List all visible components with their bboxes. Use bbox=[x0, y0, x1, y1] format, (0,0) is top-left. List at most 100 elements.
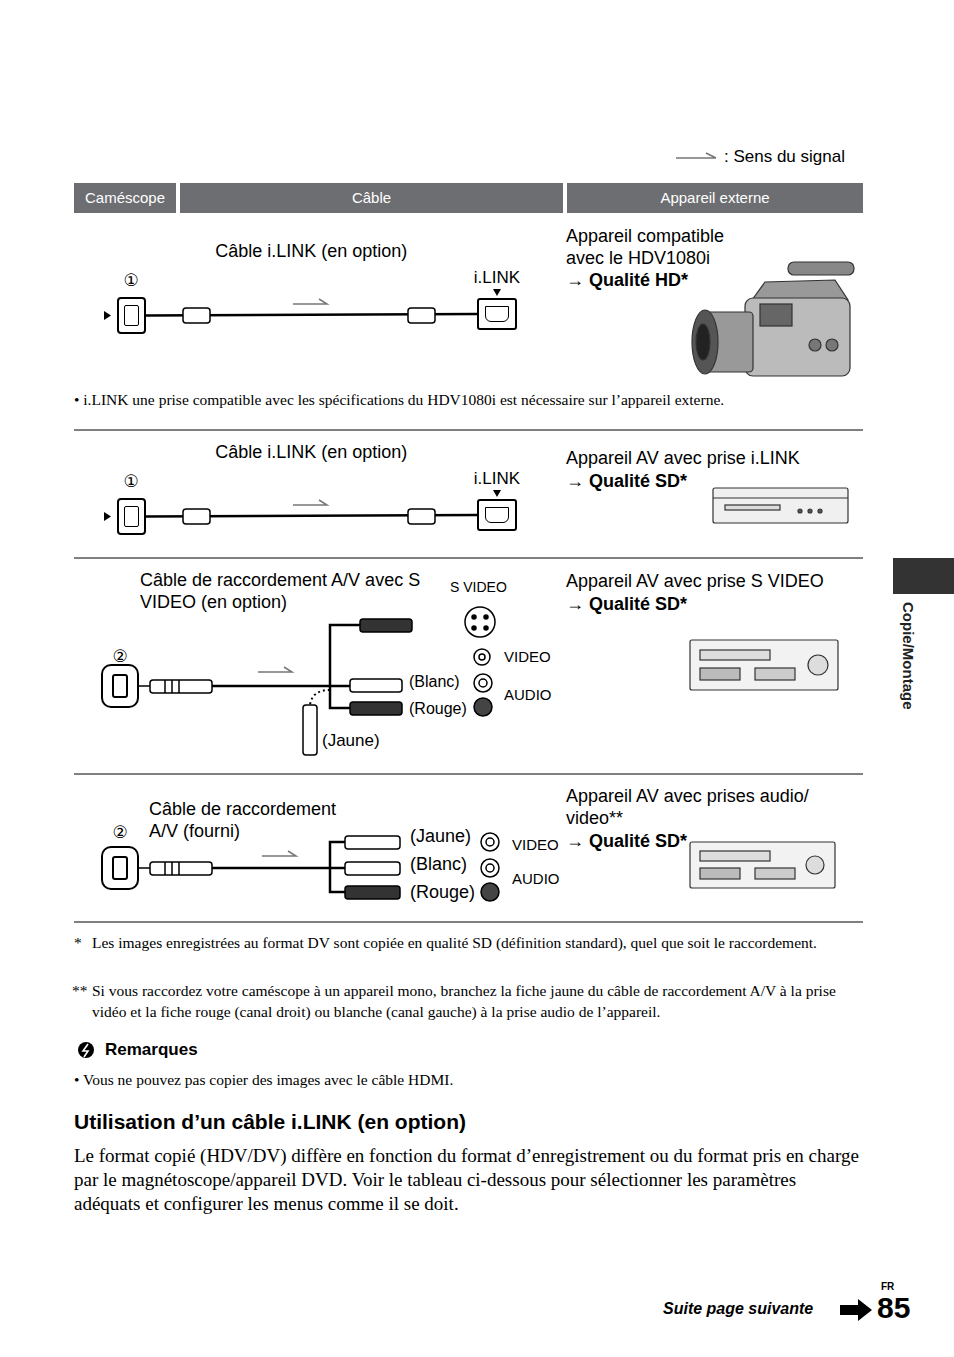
footnote-mark: * bbox=[74, 932, 82, 953]
camcorder-jack-shape bbox=[117, 498, 146, 535]
footnote-text: Si vous raccordez votre caméscope à un a… bbox=[92, 980, 867, 1022]
camcorder-illustration bbox=[752, 280, 848, 300]
ilink-plug bbox=[183, 308, 435, 524]
quality-note: → Qualité SD* bbox=[566, 830, 687, 852]
av-plug bbox=[350, 702, 402, 715]
camcorder-illustration bbox=[696, 324, 710, 360]
av-jack bbox=[486, 838, 494, 846]
camcorder-jack: ① bbox=[106, 470, 156, 535]
ilink-plug bbox=[408, 509, 435, 524]
callout-number: i.LINK bbox=[466, 268, 528, 288]
av-remote-jack-shape bbox=[101, 846, 139, 890]
sv-av-cable bbox=[310, 690, 330, 705]
note-icon bbox=[78, 1042, 94, 1058]
av-plug bbox=[345, 886, 400, 899]
vcr-illustration bbox=[700, 868, 740, 879]
device-name: Appareil AV avec prise i.LINK bbox=[566, 447, 800, 469]
av-jack bbox=[472, 615, 476, 619]
header-text: Caméscope bbox=[85, 183, 165, 213]
av-plug bbox=[345, 862, 400, 875]
av-jack bbox=[481, 833, 499, 851]
quality-note: → Qualité SD* bbox=[566, 593, 687, 615]
av-plug bbox=[150, 836, 400, 899]
callout-number: ② bbox=[98, 648, 142, 664]
table-rule bbox=[74, 922, 863, 923]
jack-marker bbox=[104, 311, 111, 320]
camcorder-jack-detail bbox=[124, 506, 139, 527]
ilink-plug bbox=[408, 308, 435, 323]
legend-text: : Sens du signal bbox=[724, 147, 845, 166]
camcorder-jack-shape bbox=[117, 297, 146, 334]
table-rule bbox=[74, 430, 863, 431]
camcorder-jack: ① bbox=[106, 269, 156, 334]
header-text: Câble bbox=[352, 183, 391, 213]
note-text: • Vous ne pouvez pas copier des images a… bbox=[74, 1069, 453, 1090]
av-remote-jack-detail bbox=[112, 856, 128, 880]
table-rule bbox=[74, 430, 863, 922]
table-rule bbox=[74, 558, 863, 559]
av-plug bbox=[350, 679, 402, 692]
dvd-player-illustration bbox=[798, 509, 802, 513]
notes-heading: Remarques bbox=[105, 1040, 198, 1060]
cable-name: Câble de raccordement A/V (fourni) bbox=[149, 798, 359, 842]
av-jack bbox=[474, 698, 492, 716]
cable-name: Câble i.LINK (en option) bbox=[215, 240, 407, 262]
vcr-illustration bbox=[690, 640, 838, 690]
plug-color: (Jaune) bbox=[322, 731, 380, 751]
vcr-illustration bbox=[690, 842, 835, 888]
footnote-mark: ** bbox=[72, 980, 88, 1001]
jack-marker bbox=[493, 289, 501, 296]
av-cable bbox=[212, 842, 345, 892]
signal-arrow bbox=[262, 851, 296, 856]
av-jack bbox=[465, 607, 495, 716]
av-jack bbox=[479, 679, 487, 687]
body-text: Le format copié (HDV/DV) diffère en fonc… bbox=[74, 1144, 864, 1216]
plug-color: (Jaune) bbox=[410, 825, 471, 847]
footnote-text: Les images enregistrées au format DV son… bbox=[92, 932, 862, 953]
av-jack bbox=[479, 654, 485, 660]
av-cable bbox=[138, 867, 150, 869]
callout-number: i.LINK bbox=[466, 469, 528, 489]
av-plug bbox=[303, 705, 317, 755]
section-heading: Utilisation d’un câble i.LINK (en option… bbox=[74, 1109, 466, 1135]
av-plug bbox=[360, 619, 412, 632]
av-jack bbox=[474, 674, 492, 692]
sv-av-cable bbox=[138, 685, 150, 687]
plug-color: (Blanc) bbox=[410, 853, 467, 875]
av-cable bbox=[138, 842, 345, 892]
column-header: Caméscope bbox=[74, 183, 176, 213]
continue-arrow bbox=[840, 1299, 872, 1321]
jack-marker bbox=[104, 512, 111, 521]
av-jack bbox=[481, 833, 499, 901]
av-remote-jack: ② bbox=[98, 824, 142, 890]
camcorder-illustration bbox=[788, 262, 854, 275]
section-tab bbox=[893, 558, 954, 594]
jack-name: VIDEO bbox=[512, 836, 559, 854]
signal-legend-sample bbox=[676, 153, 716, 158]
ilink-port-shape bbox=[477, 298, 517, 330]
av-plug bbox=[165, 680, 179, 693]
column-header: Câble bbox=[180, 183, 563, 213]
legend-entry: : Sens du signal bbox=[724, 147, 845, 167]
vcr-illustration bbox=[806, 856, 824, 874]
vcr-illustration bbox=[700, 851, 770, 861]
av-jack bbox=[474, 649, 490, 665]
ilink-port-detail bbox=[485, 306, 509, 322]
dvd-player-illustration bbox=[725, 505, 780, 510]
av-plug bbox=[150, 680, 212, 693]
av-jack bbox=[465, 607, 495, 637]
av-jack bbox=[481, 883, 499, 901]
device-name: Appareil compatible avec le HDV1080i bbox=[566, 225, 751, 269]
camcorder-illustration bbox=[760, 304, 792, 326]
ilink-port-shape bbox=[477, 499, 517, 531]
camcorder-illustration bbox=[826, 339, 838, 351]
callout-number: ① bbox=[106, 470, 156, 492]
ilink-plug bbox=[183, 308, 210, 323]
jack-name: AUDIO bbox=[512, 870, 560, 888]
section-tab-text: Copie/Montage bbox=[899, 602, 917, 710]
note-text: • i.LINK une prise compatible avec les s… bbox=[74, 389, 724, 410]
vcr-illustration bbox=[755, 868, 795, 879]
dvd-player-illustration bbox=[713, 488, 848, 523]
camcorder-illustration bbox=[745, 298, 850, 376]
